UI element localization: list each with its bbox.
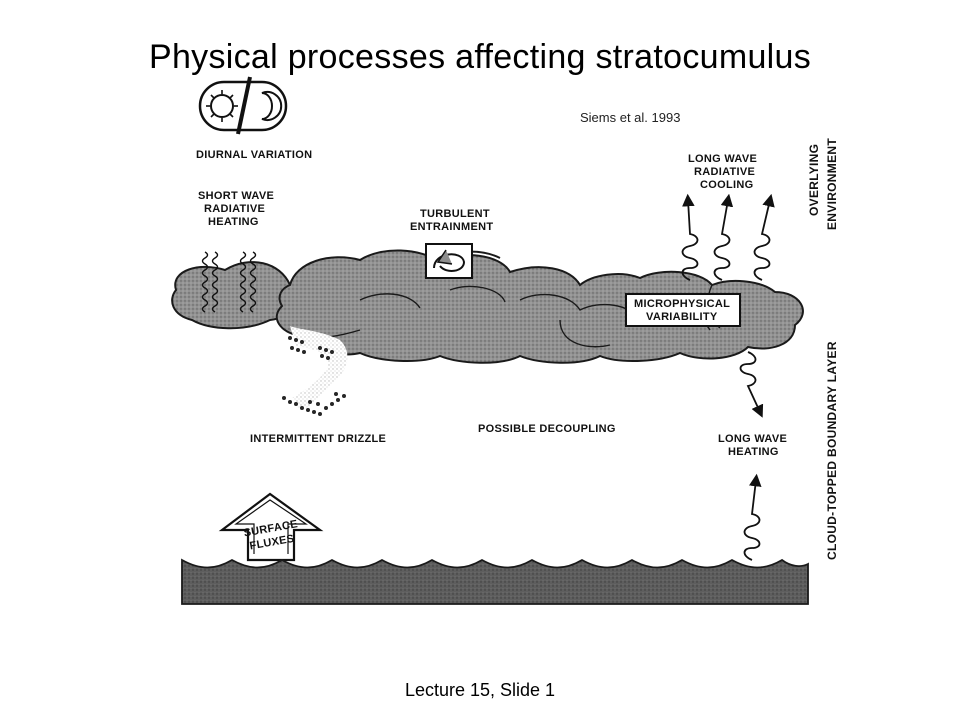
label-turbulent-1: TURBULENT (420, 208, 490, 220)
microphysical-variability-box: MICROPHYSICAL VARIABILITY (625, 293, 741, 327)
stratocumulus-cloud-deck (171, 249, 804, 364)
slide-title: Physical processes affecting stratocumul… (148, 38, 812, 76)
label-short-wave-1: SHORT WAVE (198, 190, 274, 202)
surface-flux-arrow-icon: SURFACE FLUXES (218, 492, 324, 562)
spiral-arrow-icon (739, 351, 764, 418)
slide-footer: Lecture 15, Slide 1 (404, 680, 556, 700)
label-lw-heating-1: LONG WAVE (718, 433, 787, 445)
spiral-arrow-icon (713, 193, 734, 281)
label-turbulent-2: ENTRAINMENT (410, 221, 493, 233)
label-micro-1: MICROPHYSICAL (634, 298, 730, 310)
label-micro-2: VARIABILITY (646, 311, 718, 323)
entrainment-box-icon (425, 243, 473, 279)
spiral-arrow-icon (753, 193, 775, 281)
diurnal-variation-icon (198, 76, 288, 135)
label-lw-cooling-1: LONG WAVE (688, 153, 757, 165)
moon-icon (261, 91, 283, 121)
label-overlying-1: OVERLYING (807, 144, 821, 216)
ocean-surface (181, 558, 809, 605)
label-lw-heating-2: HEATING (728, 446, 779, 458)
drizzle-drops-icon (282, 336, 346, 416)
citation: Siems et al. 1993 (580, 110, 681, 125)
label-overlying-2: ENVIRONMENT (825, 138, 839, 230)
drizzle-plume (282, 326, 348, 416)
spiral-arrow-icon (743, 473, 762, 561)
label-lw-cooling-2: RADIATIVE (694, 166, 755, 178)
label-short-wave-3: HEATING (208, 216, 259, 228)
lw-cooling-spirals (681, 193, 775, 281)
label-lw-cooling-3: COOLING (700, 179, 753, 191)
label-decoupling: POSSIBLE DECOUPLING (478, 423, 616, 435)
label-drizzle: INTERMITTENT DRIZZLE (250, 433, 386, 445)
spiral-arrow-icon (681, 193, 699, 281)
label-diurnal-variation: DIURNAL VARIATION (196, 149, 312, 161)
label-ctbl: CLOUD-TOPPED BOUNDARY LAYER (825, 341, 839, 560)
sun-icon (206, 90, 238, 122)
short-wave-heating-columns (201, 251, 257, 313)
label-short-wave-2: RADIATIVE (204, 203, 265, 215)
